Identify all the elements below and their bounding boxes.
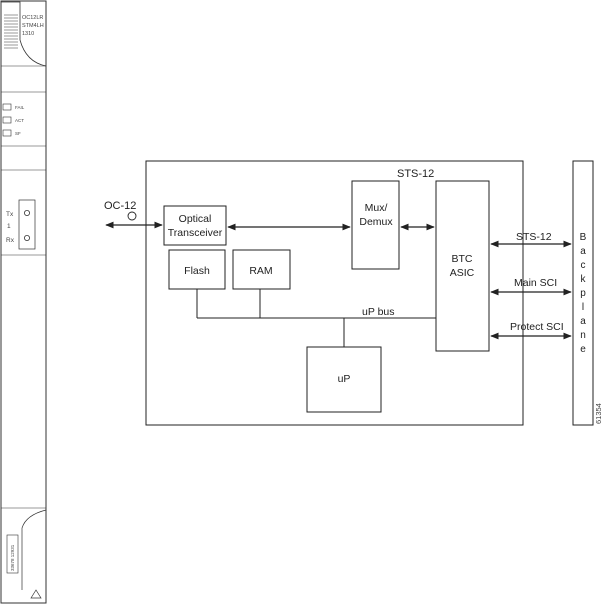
oc12-connector-icon <box>127 211 137 221</box>
mux-demux-block <box>351 180 400 270</box>
figure-id: 61354 <box>594 403 603 424</box>
backplane-letter: e <box>580 344 586 355</box>
microprocessor-block <box>306 346 382 413</box>
btc-asic-block <box>435 180 490 352</box>
bottom-code-label-box <box>6 534 19 574</box>
backplane-letter: k <box>581 274 587 285</box>
ram-label: RAM <box>249 265 272 277</box>
bottom-ejector-outline <box>21 509 47 590</box>
port-rx-label: Rx <box>6 237 15 244</box>
backplane-letter: l <box>582 302 584 313</box>
up-bus-label: uP bus <box>362 306 395 318</box>
optical-transceiver-label-2: Transceiver <box>168 227 223 239</box>
led-act-label: ACT <box>15 118 24 123</box>
port-tx-label: Tx <box>6 211 14 218</box>
protect-sci-label: Protect SCI <box>510 321 564 333</box>
mux-label-1: Mux/ <box>365 202 388 214</box>
led-sf-label: SF <box>15 131 21 136</box>
led-act-indicator <box>2 116 12 124</box>
bottom-code-label: 33678 12931 <box>10 544 15 571</box>
backplane-letter: a <box>580 316 586 327</box>
microprocessor-label: uP <box>338 373 351 385</box>
card-part-line-1: OC12LR <box>22 15 43 21</box>
warning-triangle-icon <box>30 589 42 599</box>
card-part-line-3: 1310 <box>22 31 34 37</box>
port-number-label: 1 <box>7 223 11 230</box>
main-sci-label: Main SCI <box>514 277 557 289</box>
btc-label-1: BTC <box>452 253 473 265</box>
card-part-line-2: STM4LH <box>22 23 44 29</box>
backplane-letter: n <box>580 330 586 341</box>
ram-block <box>232 249 291 290</box>
optical-transceiver-label-1: Optical <box>179 213 212 225</box>
backplane-label: B a c k p l a n e <box>580 232 587 355</box>
backplane-letter: p <box>580 288 586 299</box>
line-card-faceplate: OC12LR STM4LH 1310 FAIL ACT SF Tx 1 Rx 3… <box>0 0 47 604</box>
ejector-ribs <box>4 14 18 49</box>
flash-block <box>168 249 226 290</box>
led-fail-indicator <box>2 103 12 111</box>
backplane-letter: a <box>580 246 586 257</box>
top-ejector-outline <box>1 1 47 67</box>
tx-port-connector <box>23 209 30 216</box>
mux-label-2: Demux <box>359 216 393 228</box>
btc-label-2: ASIC <box>450 267 475 279</box>
oc12-label: OC-12 <box>104 200 136 212</box>
flash-label: Flash <box>184 265 210 277</box>
sts12-top-label: STS-12 <box>397 168 434 180</box>
optical-transceiver-block <box>163 205 227 246</box>
rx-port-connector <box>23 234 30 241</box>
sts12-right-label: STS-12 <box>516 231 552 243</box>
backplane-letter: B <box>580 232 587 243</box>
block-diagram: OC-12 Optical Transceiver Mux/ Demux STS… <box>104 160 603 426</box>
led-fail-label: FAIL <box>15 105 25 110</box>
optical-port-housing <box>18 199 36 250</box>
backplane-bar <box>572 160 594 426</box>
backplane-letter: c <box>581 260 586 271</box>
led-sf-indicator <box>2 129 12 137</box>
